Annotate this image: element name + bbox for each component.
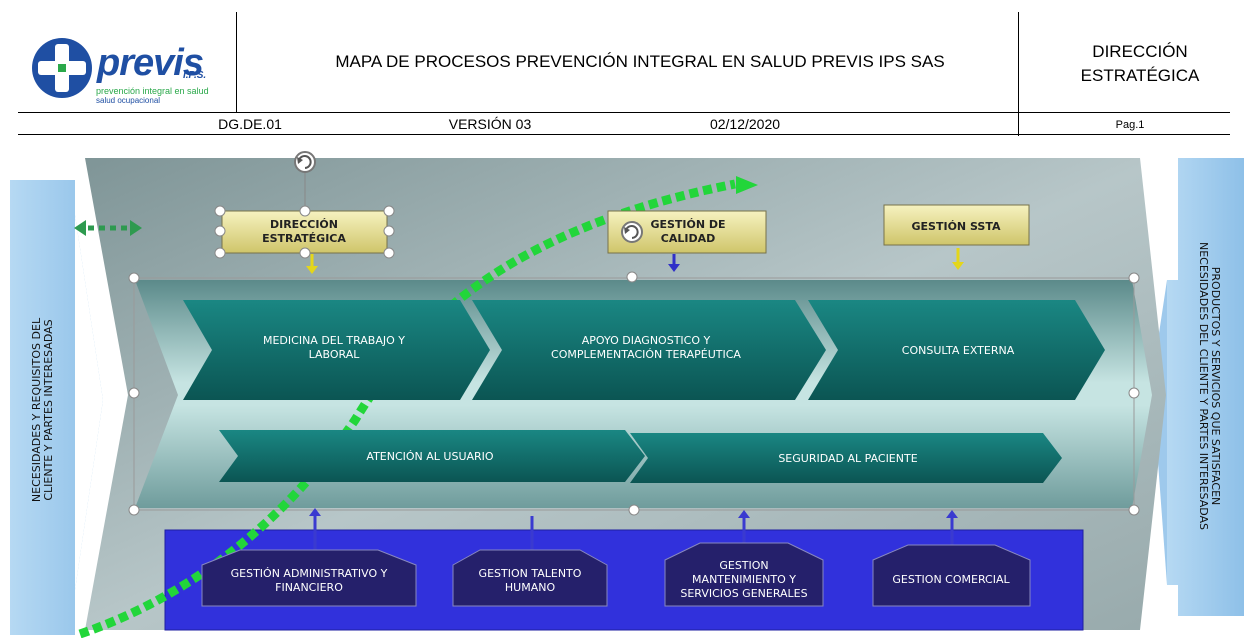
support-comercial[interactable]: GESTION COMERCIAL xyxy=(872,544,1031,607)
process-seguridad[interactable]: SEGURIDAD AL PACIENTE xyxy=(630,433,1062,483)
header-divider xyxy=(18,112,1230,113)
selection-handle[interactable] xyxy=(626,271,638,283)
input-label: NECESIDADES Y REQUISITOS DEL CLIENTE Y P… xyxy=(30,317,55,502)
support-mantenimiento[interactable]: GESTION MANTENIMIENTO Y SERVICIOS GENERA… xyxy=(664,542,824,607)
box-label: DIRECCIÓN xyxy=(270,218,338,231)
process-label: ATENCIÓN AL USUARIO xyxy=(366,450,494,463)
department-line: ESTRATÉGICA xyxy=(1080,66,1200,85)
down-arrow-icon xyxy=(952,248,964,270)
logo-name: previs xyxy=(97,42,204,84)
document-date: 02/12/2020 xyxy=(709,116,781,132)
input-label-line: CLIENTE Y PARTES INTERESADAS xyxy=(42,319,55,500)
support-label: HUMANO xyxy=(505,581,556,594)
output-label-line: NECESIDADES DEL CLIENTE Y PARTES INTERES… xyxy=(1197,242,1210,530)
process-label: COMPLEMENTACIÓN TERAPÉUTICA xyxy=(551,348,741,361)
rotate-handle-icon[interactable] xyxy=(294,151,316,173)
input-panel xyxy=(10,180,103,635)
support-label: GESTION TALENTO xyxy=(479,567,582,580)
input-label-line: NECESIDADES Y REQUISITOS DEL xyxy=(30,317,43,502)
two-way-arrow-icon xyxy=(74,220,142,236)
strategic-box-ssta[interactable]: GESTIÓN SSTA xyxy=(883,204,1030,246)
support-administrativo[interactable]: GESTIÓN ADMINISTRATIVO Y FINANCIERO xyxy=(201,549,417,607)
header-divider xyxy=(1018,12,1019,136)
feedback-arrow xyxy=(78,179,736,638)
document-code: DG.DE.01 xyxy=(218,116,282,132)
header-divider xyxy=(18,134,1230,135)
support-label: GESTION xyxy=(719,559,768,572)
support-label: SERVICIOS GENERALES xyxy=(680,587,807,600)
document-version: VERSIÓN 03 xyxy=(448,116,532,132)
box-label: GESTIÓN DE xyxy=(650,218,725,231)
document-title: MAPA DE PROCESOS PREVENCIÓN INTEGRAL EN … xyxy=(335,52,945,71)
logo-suffix: I.P.S. xyxy=(183,70,207,81)
support-label: FINANCIERO xyxy=(275,581,343,594)
logo-subtagline: salud ocupacional xyxy=(96,96,161,105)
process-label: MEDICINA DEL TRABAJO Y xyxy=(263,334,405,347)
process-apoyo[interactable]: APOYO DIAGNOSTICO Y COMPLEMENTACIÓN TERA… xyxy=(472,300,826,400)
rotate-handle-icon[interactable] xyxy=(621,221,643,243)
box-label: GESTIÓN SSTA xyxy=(912,220,1001,233)
strategic-box-direccion[interactable]: DIRECCIÓN ESTRATÉGICA xyxy=(221,210,388,254)
logo-tagline: prevención integral en salud xyxy=(96,86,209,96)
process-consulta[interactable]: CONSULTA EXTERNA xyxy=(808,300,1105,400)
support-label: MANTENIMIENTO Y xyxy=(692,573,796,586)
process-label: LABORAL xyxy=(309,348,361,361)
process-label: CONSULTA EXTERNA xyxy=(902,344,1015,357)
selection-handles[interactable] xyxy=(128,272,1140,516)
department-line: DIRECCIÓN xyxy=(1092,42,1188,61)
page-number: Pag.1 xyxy=(1115,119,1145,131)
process-label: SEGURIDAD AL PACIENTE xyxy=(778,452,917,465)
output-label: PRODUCTOS Y SERVICIOS QUE SATISFACEN NEC… xyxy=(1197,242,1222,530)
feedback-arrow-head xyxy=(736,176,758,194)
process-label: APOYO DIAGNOSTICO Y xyxy=(582,334,711,347)
down-arrow-icon xyxy=(306,254,318,274)
process-atencion[interactable]: ATENCIÓN AL USUARIO xyxy=(219,430,645,482)
header-divider xyxy=(236,12,237,112)
process-medicina[interactable]: MEDICINA DEL TRABAJO Y LABORAL xyxy=(183,300,490,400)
logo-cross-icon xyxy=(32,38,92,98)
down-arrow-icon xyxy=(668,254,680,272)
box-label: CALIDAD xyxy=(661,232,715,245)
box-label: ESTRATÉGICA xyxy=(262,232,346,245)
support-label: GESTION COMERCIAL xyxy=(892,573,1010,586)
department-name: DIRECCIÓN ESTRATÉGICA xyxy=(1030,40,1248,88)
support-talento[interactable]: GESTION TALENTO HUMANO xyxy=(452,549,608,607)
output-label-line: PRODUCTOS Y SERVICIOS QUE SATISFACEN xyxy=(1209,267,1222,505)
support-label: GESTIÓN ADMINISTRATIVO Y xyxy=(231,567,388,580)
selection-handles[interactable] xyxy=(214,170,395,259)
